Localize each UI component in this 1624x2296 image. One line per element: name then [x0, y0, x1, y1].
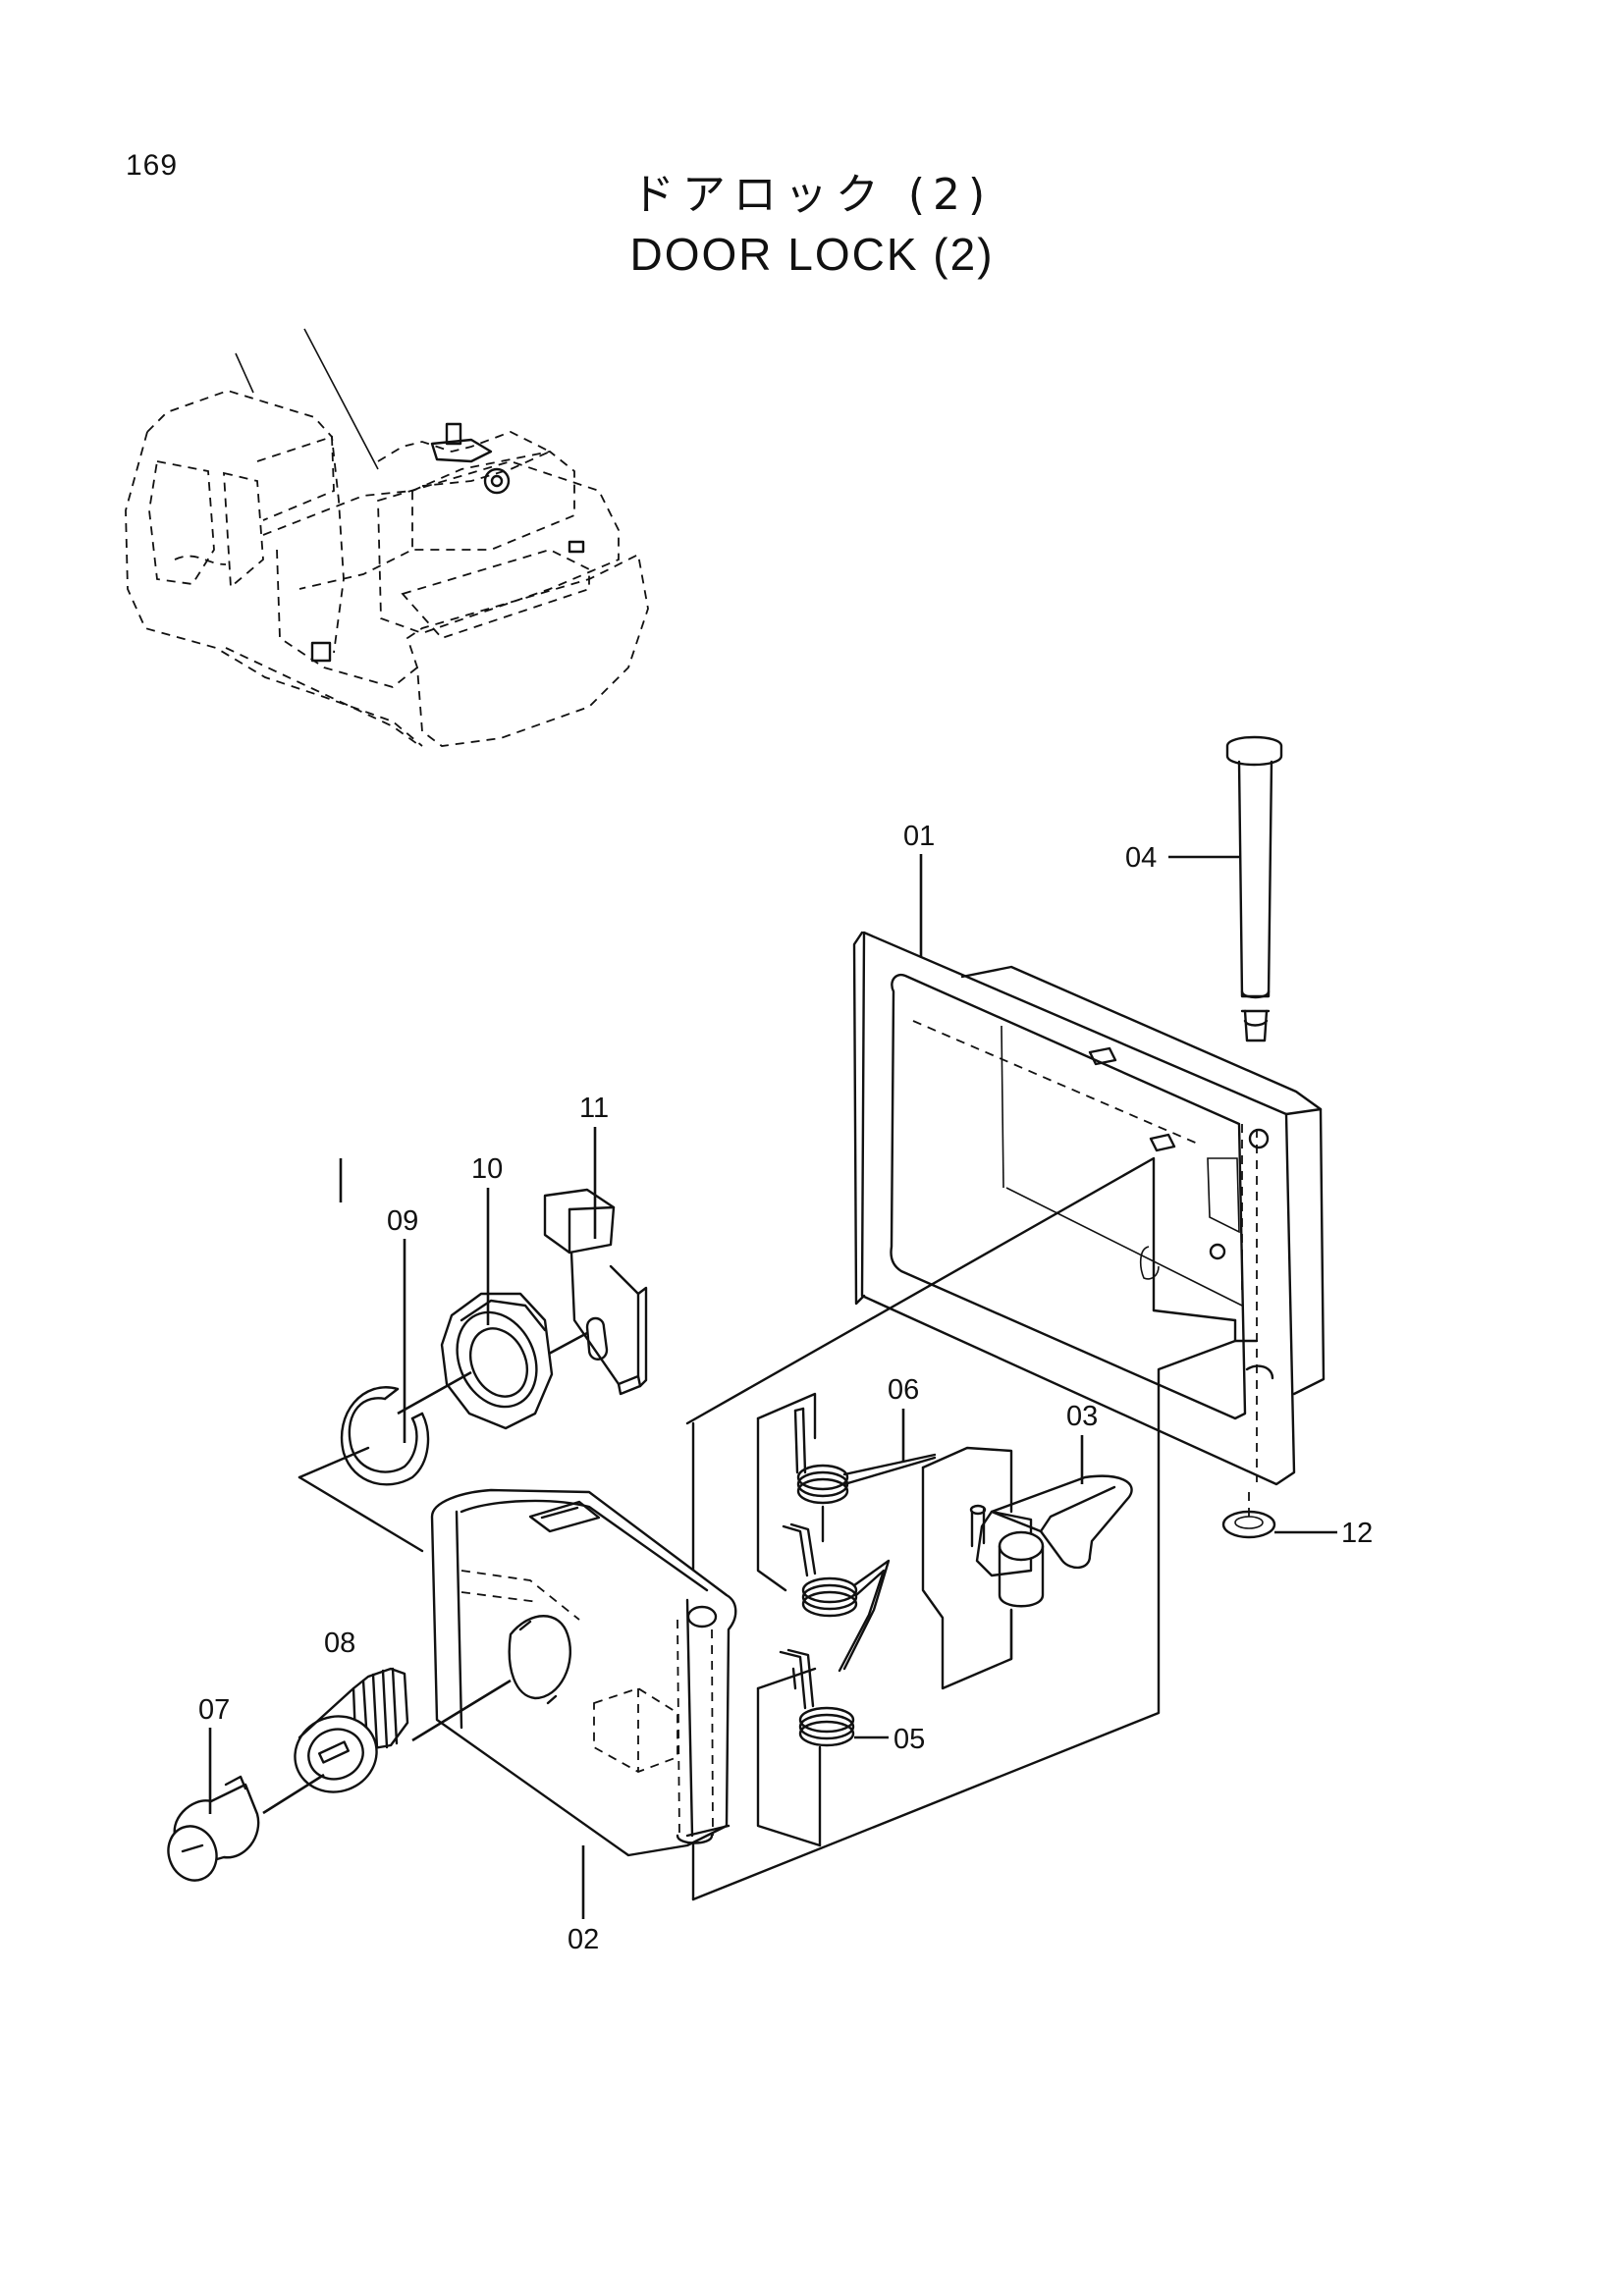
callout-03: 03 [1066, 1401, 1098, 1432]
callout-08: 08 [324, 1628, 355, 1659]
title-block: ドアロック (2) DOOR LOCK (2) [0, 167, 1624, 285]
guide-09-to-02 [298, 1446, 424, 1553]
part-06-spring [756, 1392, 937, 1592]
excavator-overview [125, 328, 649, 747]
callout-01: 01 [903, 821, 935, 852]
part-01-lock-housing [852, 931, 1326, 1486]
part-05-spring-upper [782, 1522, 891, 1673]
callout-05: 05 [893, 1724, 925, 1755]
callout-02: 02 [568, 1924, 599, 1955]
callout-09: 09 [387, 1205, 418, 1237]
part-08-sleeve [262, 1667, 409, 1815]
part-12-retaining-ring [1221, 1492, 1276, 1539]
part-11-plate [537, 1188, 648, 1396]
part-05-spring-lower [756, 1648, 855, 1847]
page-title-english: DOOR LOCK (2) [629, 229, 995, 280]
part-03-latch-cam [921, 1446, 1133, 1690]
page-title-japanese: ドアロック (2) [630, 170, 994, 220]
leader-lines [208, 854, 1337, 1919]
callout-12: 12 [1341, 1518, 1373, 1549]
callout-04: 04 [1125, 842, 1157, 874]
page-number: 169 [126, 149, 179, 182]
part-04-pin [1225, 735, 1283, 1042]
callout-06: 06 [888, 1374, 919, 1406]
part-09-snap-ring [340, 1386, 430, 1486]
callout-07: 07 [198, 1694, 230, 1726]
part-07-key-cylinder [167, 1775, 260, 1882]
callout-labels: 01 04 11 10 09 06 03 12 05 08 07 02 [198, 821, 1373, 1955]
part-02-lock-body [411, 1488, 737, 1857]
callout-11: 11 [579, 1093, 609, 1124]
callout-10: 10 [471, 1153, 503, 1185]
part-10-hex-nut [397, 1292, 554, 1430]
